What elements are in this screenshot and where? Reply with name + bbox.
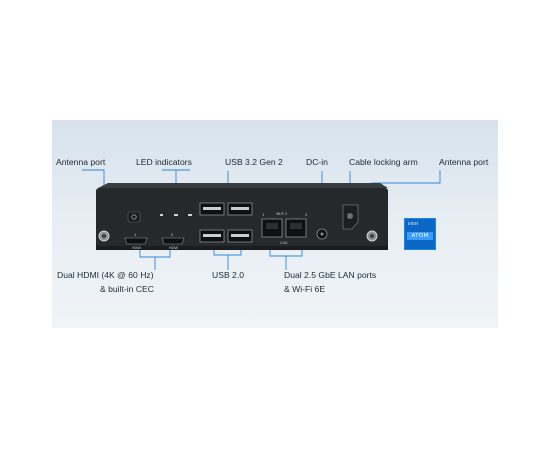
intel-brand-text: intel [408, 222, 418, 227]
intel-atom-badge: intel ATOM [404, 218, 436, 250]
hdmi-port-2 [161, 237, 185, 245]
label-lan-line1: Dual 2.5 GbE LAN ports [284, 270, 377, 280]
label-antenna-port-left: Antenna port [56, 157, 106, 167]
lan-tag-bottom: 2.5G [280, 241, 288, 245]
label-led-indicators: LED indicators [136, 157, 192, 167]
lan-port-1-number: 1 [262, 212, 265, 217]
hdmi-port-2-tag: HDMI [169, 246, 178, 250]
label-lan-line2: & Wi-Fi 6E [284, 284, 326, 294]
led-1 [160, 214, 163, 216]
led-2 [174, 214, 178, 216]
label-usb32: USB 3.2 Gen 2 [225, 157, 283, 167]
hdmi-port-1-number: 1 [134, 232, 137, 237]
hdmi-port-1 [124, 237, 148, 245]
intel-product-text: ATOM [407, 232, 433, 240]
power-button [127, 211, 141, 223]
label-hdmi-line1: Dual HDMI (4K @ 60 Hz) [57, 270, 154, 280]
label-cable-locking-arm: Cable locking arm [349, 157, 418, 167]
led-3 [188, 214, 192, 216]
lan-port-2-number: 2 [305, 212, 308, 217]
usb-ports [199, 202, 253, 243]
label-antenna-port-right: Antenna port [439, 157, 489, 167]
hdmi-port-1-tag: HDMI [132, 246, 141, 250]
lan-tag-top: Wi-Fi 2 [276, 212, 288, 216]
label-dc-in: DC-in [306, 157, 328, 167]
hdmi-port-2-number: 2 [171, 232, 174, 237]
label-usb20: USB 2.0 [212, 270, 245, 280]
label-hdmi-line2: & built-in CEC [100, 284, 154, 294]
